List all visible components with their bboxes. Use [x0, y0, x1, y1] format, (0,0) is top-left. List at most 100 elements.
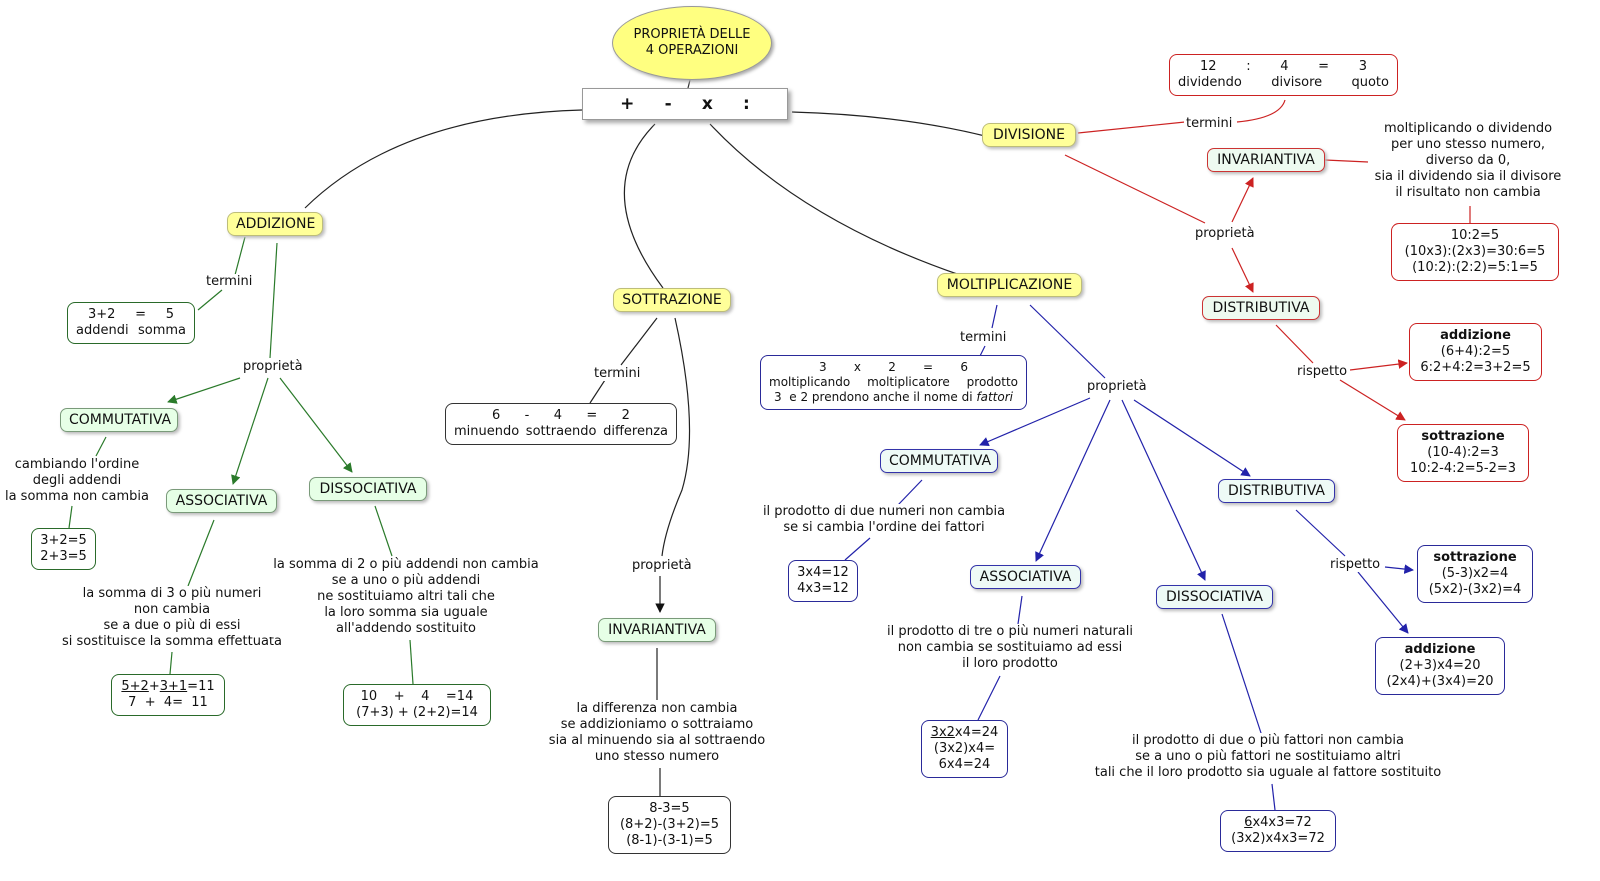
moltiplicazione-term-eq: =: [923, 360, 934, 374]
divisione-rispetto-label: rispetto: [1295, 364, 1350, 379]
divisione-term-eq: =: [1318, 59, 1330, 74]
divisione-inv-ex-2: (10x3):(2x3)=30:6=5: [1404, 244, 1546, 259]
moltiplicazione-commutativa-text: il prodotto di due numeri non cambia se …: [758, 504, 1010, 536]
addizione-associativa-example: 5+2+3+1=11 7 + 4= 11: [111, 674, 225, 716]
sottrazione-term-6: 6: [492, 408, 501, 423]
divisione-invariantiva-node: INVARIANTIVA: [1207, 148, 1325, 172]
addizione-comm-ex-2: 2+3=5: [40, 549, 87, 564]
sottrazione-inv-ex-1: 8-3=5: [649, 801, 690, 816]
sottrazione-invariantiva-node: INVARIANTIVA: [598, 618, 716, 642]
moltiplicazione-comm-ex-2: 4x3=12: [797, 581, 849, 596]
addizione-term-somma: somma: [137, 323, 186, 338]
divisione-term-12: 12: [1200, 59, 1217, 74]
divisione-node: DIVISIONE: [982, 123, 1076, 147]
divisione-dist-sottrazione-box: sottrazione (10-4):2=3 10:2-4:2=5-2=3: [1397, 424, 1529, 482]
divisione-term-dividendo: dividendo: [1178, 75, 1242, 90]
op-minus: -: [664, 94, 672, 114]
addizione-dissoc-ex-2: (7+3) + (2+2)=14: [356, 705, 478, 720]
moltiplicazione-assoc-ex-u: 3x2: [930, 725, 955, 740]
moltiplicazione-dist-addizione-box: addizione (2+3)x4=20 (2x4)+(3x4)=20: [1375, 637, 1505, 695]
divisione-distributiva-node: DISTRIBUTIVA: [1202, 296, 1320, 320]
moltiplicazione-associativa-example: 3x2x4=24 (3x2)x4= 6x4=24: [921, 720, 1008, 778]
divisione-dist-sub-2: 10:2-4:2=5-2=3: [1409, 461, 1517, 476]
moltiplicazione-node: MOLTIPLICAZIONE: [937, 273, 1082, 297]
divisione-dist-sub-head: sottrazione: [1421, 429, 1505, 444]
moltiplicazione-dissociativa-node: DISSOCIATIVA: [1156, 585, 1273, 609]
moltiplicazione-proprieta-label: proprietà: [1085, 379, 1149, 394]
moltiplicazione-term-note: 3 e 2 prendono anche il nome di: [774, 390, 973, 404]
moltiplicazione-commutativa-node: COMMUTATIVA: [880, 449, 998, 473]
addizione-dissociativa-text: la somma di 2 o più addendi non cambia s…: [268, 557, 544, 637]
addizione-commutativa-text: cambiando l'ordine degli addendi la somm…: [2, 457, 152, 505]
moltiplicazione-dist-sub-2: (5x2)-(3x2)=4: [1428, 582, 1522, 597]
moltiplicazione-distributiva-node: DISTRIBUTIVA: [1218, 479, 1335, 503]
addizione-commutativa-example: 3+2=5 2+3=5: [31, 528, 96, 570]
addizione-assoc-ex-line2: 7 + 4= 11: [128, 695, 208, 710]
sottrazione-term-minuendo: minuendo: [454, 424, 520, 439]
addizione-associativa-text: la somma di 3 o più numeri non cambia se…: [58, 586, 286, 650]
moltiplicazione-term-moltiplicatore: moltiplicatore: [867, 375, 950, 389]
addizione-assoc-ex-plus: +: [148, 679, 160, 694]
divisione-dist-add-1: (6+4):2=5: [1440, 344, 1511, 359]
moltiplicazione-dist-sottrazione-box: sottrazione (5-3)x2=4 (5x2)-(3x2)=4: [1417, 545, 1533, 603]
moltiplicazione-term-fattori: fattori: [976, 390, 1013, 404]
moltiplicazione-term-3: 3: [819, 360, 827, 374]
divisione-dist-add-2: 6:2+4:2=3+2=5: [1420, 360, 1531, 375]
divisione-term-3: 3: [1358, 59, 1367, 74]
moltiplicazione-rispetto-label: rispetto: [1328, 557, 1383, 572]
divisione-invariantiva-example: 10:2=5 (10x3):(2x3)=30:6=5 (10:2):(2:2)=…: [1391, 223, 1559, 281]
moltiplicazione-comm-ex-1: 3x4=12: [797, 565, 849, 580]
sottrazione-term-differenza: differenza: [603, 424, 668, 439]
moltiplicazione-dissoc-ex-r: x4x3=72: [1252, 815, 1312, 830]
addizione-dissociativa-node: DISSOCIATIVA: [309, 477, 427, 501]
moltiplicazione-dissociativa-text: il prodotto di due o più fattori non cam…: [1088, 733, 1448, 781]
moltiplicazione-dissoc-ex-2: (3x2)x4x3=72: [1231, 831, 1325, 846]
addizione-dissociativa-example: 10 + 4 =14 (7+3) + (2+2)=14: [343, 684, 491, 726]
addizione-term-addendi: addendi: [76, 323, 129, 338]
divisione-proprieta-label: proprietà: [1193, 226, 1257, 241]
sottrazione-invariantiva-text: la differenza non cambia se addizioniamo…: [544, 701, 770, 765]
sottrazione-term-minus: -: [524, 408, 530, 423]
moltiplicazione-dist-add-2: (2x4)+(3x4)=20: [1386, 674, 1494, 689]
addizione-dissoc-ex-1: 10 + 4 =14: [360, 689, 474, 704]
moltiplicazione-dissociativa-example: 6x4x3=72 (3x2)x4x3=72: [1220, 810, 1336, 852]
moltiplicazione-dist-add-1: (2+3)x4=20: [1399, 658, 1481, 673]
divisione-dist-addizione-box: addizione (6+4):2=5 6:2+4:2=3+2=5: [1409, 323, 1542, 381]
sottrazione-node: SOTTRAZIONE: [613, 288, 731, 312]
addizione-associativa-node: ASSOCIATIVA: [166, 489, 277, 513]
title-line-1: PROPRIETÀ DELLE: [633, 27, 751, 42]
addizione-termini-label: termini: [204, 274, 255, 289]
addizione-assoc-ex-u1: 5+2: [121, 679, 149, 694]
moltiplicazione-dist-add-head: addizione: [1404, 642, 1476, 657]
divisione-termini-label: termini: [1184, 116, 1235, 131]
moltiplicazione-dist-sub-head: sottrazione: [1433, 550, 1517, 565]
sottrazione-inv-ex-2: (8+2)-(3+2)=5: [619, 817, 719, 832]
title-ellipse: PROPRIETÀ DELLE 4 OPERAZIONI: [612, 6, 772, 80]
divisione-inv-ex-1: 10:2=5: [1450, 228, 1500, 243]
moltiplicazione-assoc-ex-3: 6x4=24: [938, 757, 991, 772]
sottrazione-proprieta-label: proprietà: [630, 558, 694, 573]
divisione-term-4: 4: [1280, 59, 1289, 74]
sottrazione-term-sottraendo: sottraendo: [525, 424, 597, 439]
addizione-term-n2: 5: [165, 307, 174, 322]
moltiplicazione-term-prodotto: prodotto: [966, 375, 1018, 389]
sottrazione-termini-label: termini: [592, 366, 643, 381]
sottrazione-term-2: 2: [621, 408, 630, 423]
addizione-term-n1: 3+2: [88, 307, 116, 322]
divisione-term-divisore: divisore: [1271, 75, 1323, 90]
addizione-assoc-ex-result: =11: [187, 679, 215, 694]
moltiplicazione-commutativa-example: 3x4=12 4x3=12: [788, 560, 858, 602]
moltiplicazione-dissoc-ex-u: 6: [1244, 815, 1253, 830]
addizione-assoc-ex-u2: 3+1: [159, 679, 188, 694]
title-line-2: 4 OPERAZIONI: [645, 43, 739, 58]
moltiplicazione-associativa-node: ASSOCIATIVA: [970, 565, 1081, 589]
moltiplicazione-term-x: x: [853, 360, 861, 374]
divisione-inv-ex-3: (10:2):(2:2)=5:1=5: [1412, 260, 1538, 275]
moltiplicazione-term-2: 2: [888, 360, 896, 374]
op-times: x: [701, 94, 713, 114]
moltiplicazione-associativa-text: il prodotto di tre o più numeri naturali…: [880, 624, 1140, 672]
